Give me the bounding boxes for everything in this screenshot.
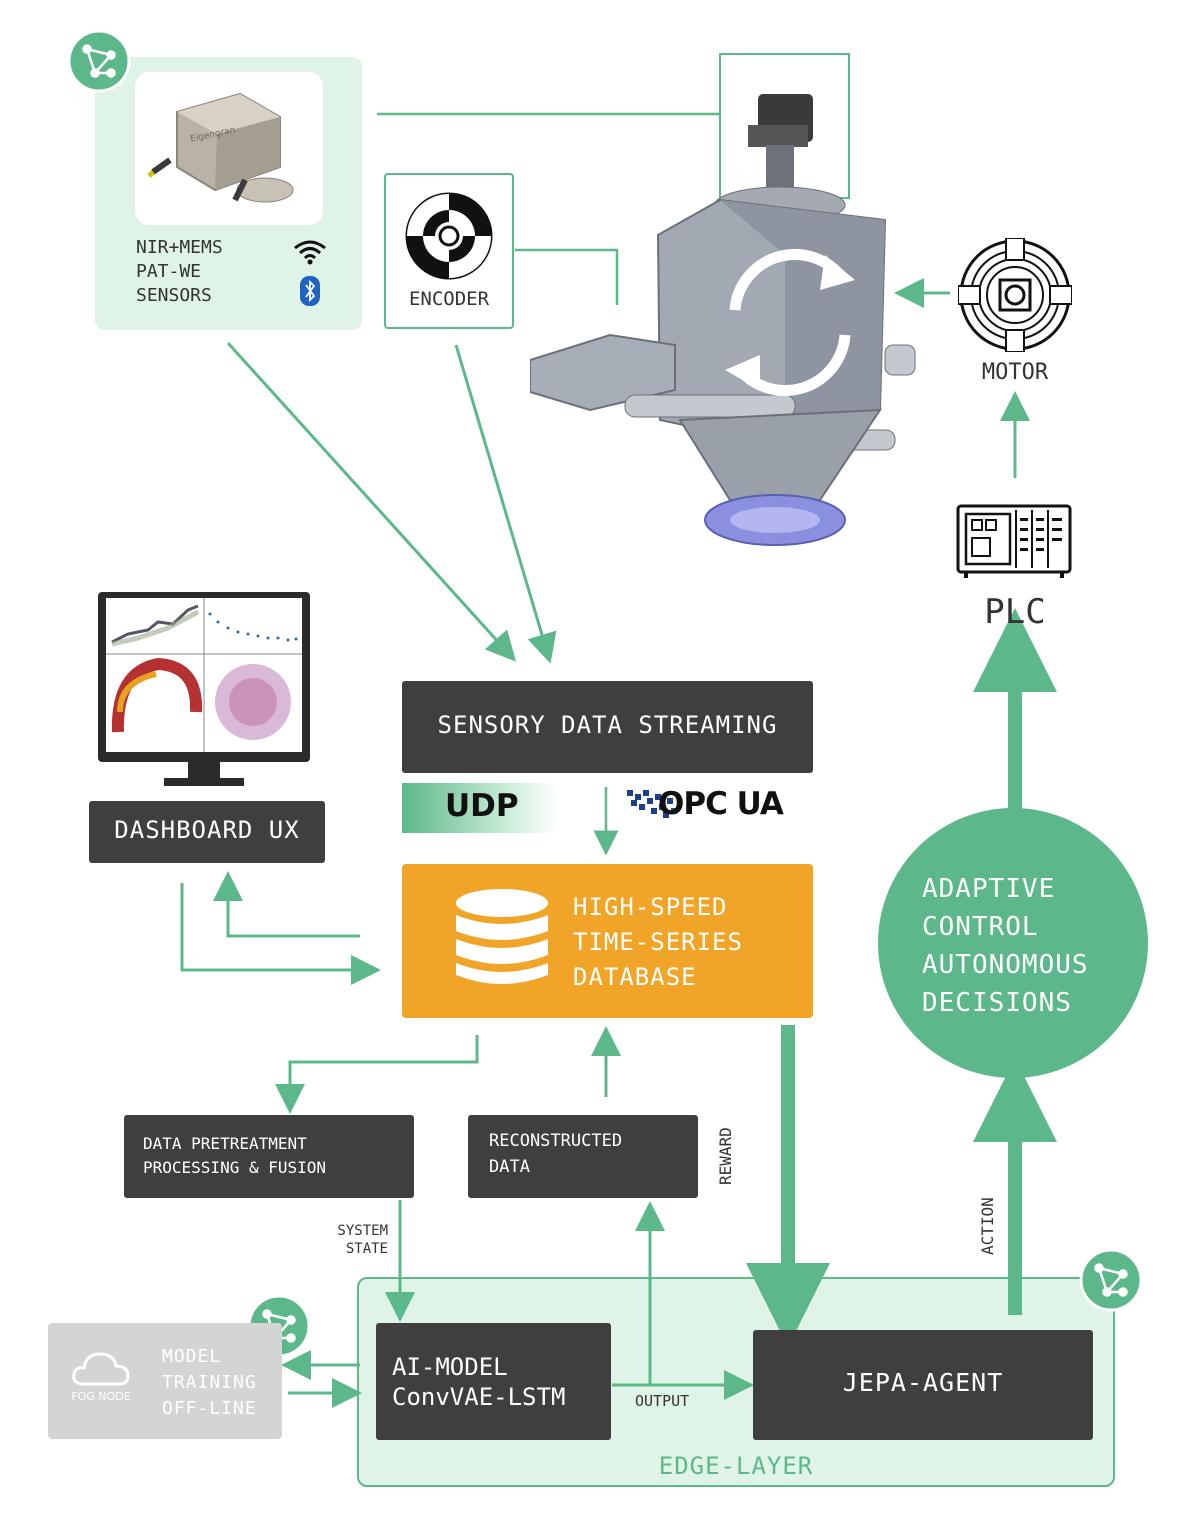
data-pretreatment-label: DATA PRETREATMENT PROCESSING & FUSION [143, 1134, 327, 1177]
reconstructed-data-box [468, 1115, 698, 1198]
reward-label: REWARD [716, 1127, 735, 1185]
dashboard-monitor-image [98, 592, 312, 796]
data-pretreatment-box [124, 1115, 414, 1198]
wifi-icon [292, 238, 328, 270]
opc-ua-logo-icon [625, 786, 685, 826]
udp-badge [402, 783, 558, 833]
jepa-agent-box [753, 1330, 1093, 1440]
dashboard-ux-label: DASHBOARD UX [114, 816, 300, 844]
model-training-offline-label: MODEL TRAINING OFF-LINE [162, 1346, 257, 1419]
sensory-data-streaming-label: SENSORY DATA STREAMING [437, 711, 778, 739]
network-badge-icon [1079, 1248, 1143, 1316]
network-badge-icon [67, 29, 131, 97]
plc-icon [956, 500, 1072, 584]
encoder-icon [405, 192, 493, 284]
ai-model-label: AI-MODEL ConvVAE-LSTM [392, 1353, 566, 1411]
time-series-database-label: HIGH-SPEED TIME-SERIES DATABASE [573, 893, 743, 991]
adaptive-control-node [878, 808, 1148, 1078]
fog-node-box [48, 1323, 282, 1439]
edge-layer-label: EDGE-LAYER [658, 1452, 814, 1480]
fog-node-label: FOG NODE [71, 1390, 131, 1403]
ai-model-box [376, 1323, 611, 1440]
action-label: ACTION [978, 1197, 997, 1255]
encoder-label: ENCODER [408, 288, 490, 310]
sensor-panel-label: NIR+MEMS PAT-WE SENSORS [136, 237, 223, 306]
opc-ua-label: OPC UA [658, 786, 784, 822]
cloud-icon [70, 1348, 132, 1392]
output-label: OUTPUT [635, 1392, 690, 1410]
bluetooth-icon [300, 276, 320, 310]
motor-label: MOTOR [981, 360, 1049, 385]
dashboard-ux-box [89, 801, 325, 863]
jepa-agent-label: JEPA-AGENT [842, 1368, 1004, 1397]
sensor-device-image: Eigengran [135, 72, 323, 225]
system-state-label: SYSTEM STATE [337, 1223, 388, 1257]
plc-label: PLC [984, 592, 1046, 632]
time-series-database-box [402, 864, 813, 1018]
sensory-data-streaming-box [402, 681, 813, 773]
database-icon [452, 887, 552, 995]
adaptive-control-label: ADAPTIVE CONTROL AUTONOMOUS DECISIONS [922, 874, 1089, 1018]
blender-machine-image [529, 80, 930, 564]
udp-label: UDP [445, 788, 519, 824]
reconstructed-data-label: RECONSTRUCTED DATA [489, 1131, 623, 1177]
motor-icon [957, 237, 1073, 356]
